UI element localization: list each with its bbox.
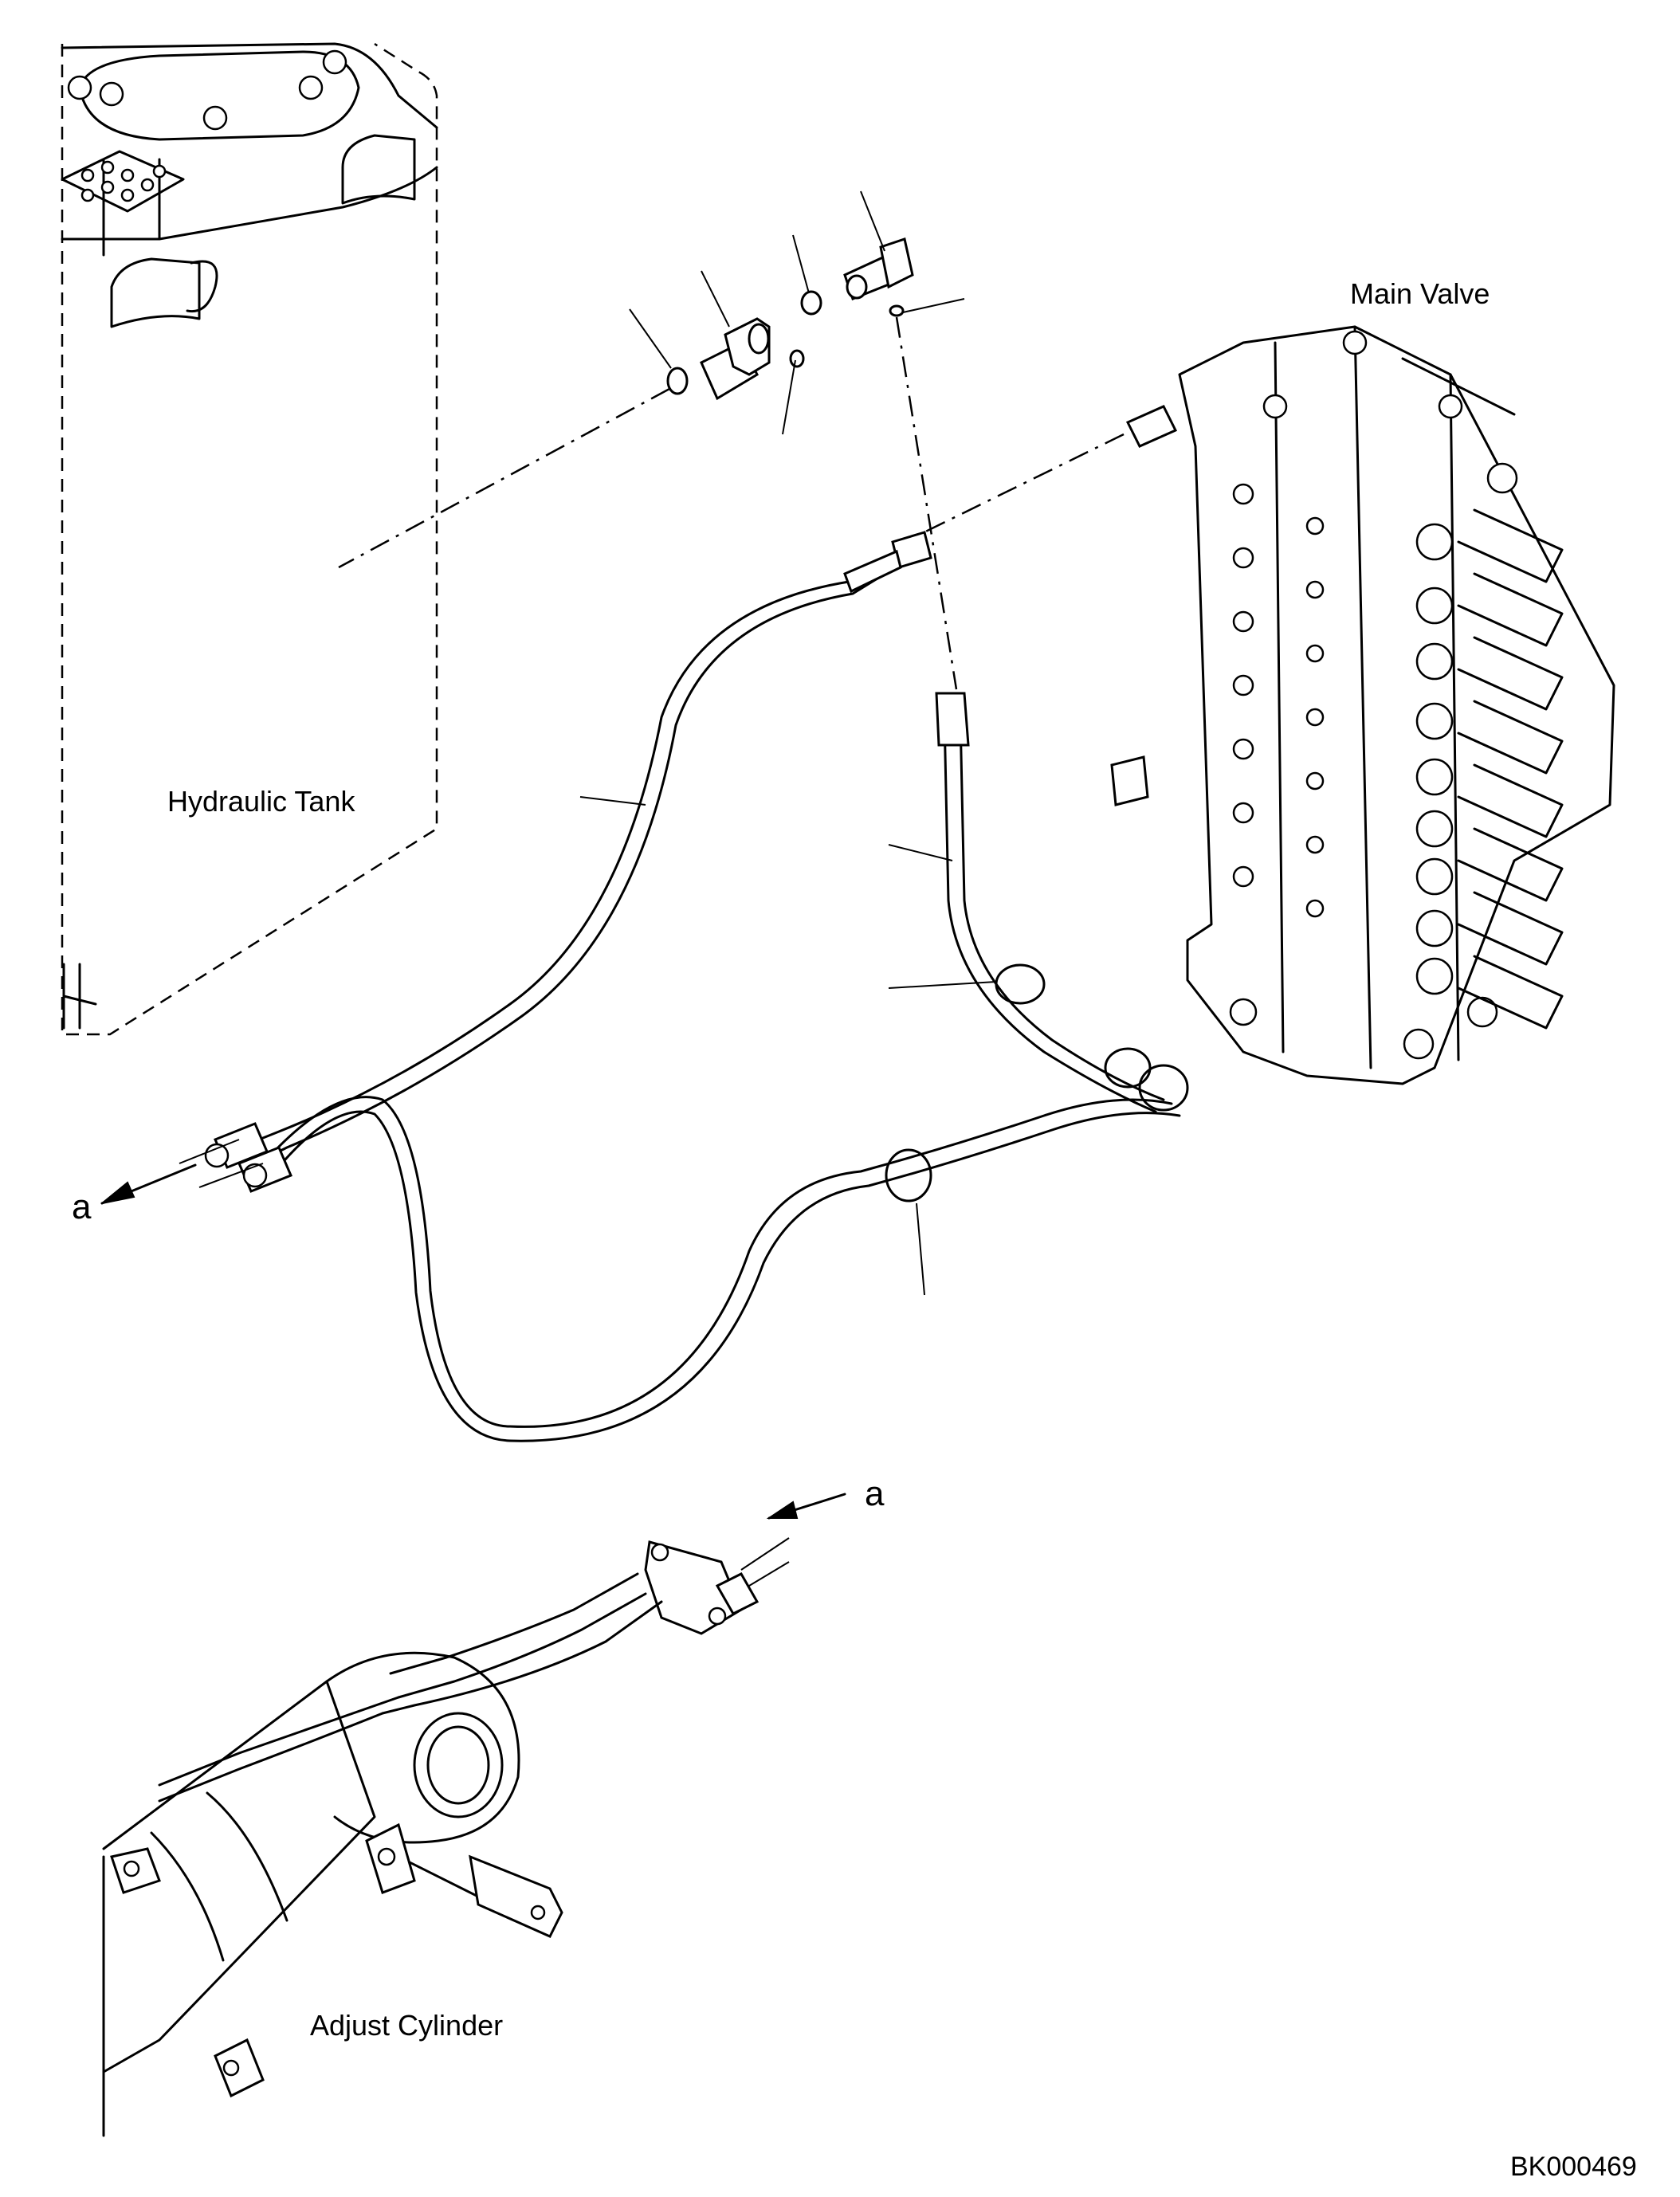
adjust-cylinder-label: Adjust Cylinder bbox=[310, 2009, 504, 2042]
o-ring-4 bbox=[889, 304, 905, 317]
hydraulic-tank-label: Hydraulic Tank bbox=[167, 785, 355, 818]
main-valve-label: Main Valve bbox=[1350, 277, 1490, 310]
o-ring-2 bbox=[789, 349, 805, 368]
clamp-4 bbox=[885, 1148, 932, 1202]
grease-fitting bbox=[469, 1854, 563, 1938]
o-ring-1 bbox=[666, 367, 689, 395]
left-hose-ends bbox=[179, 1122, 292, 1193]
connector-arrow-bottom bbox=[766, 1493, 846, 1520]
adapter bbox=[700, 317, 771, 401]
connector-label-top: a bbox=[72, 1187, 92, 1226]
clamp-2 bbox=[1104, 1047, 1152, 1089]
valve-ports bbox=[1229, 330, 1518, 1060]
fittings-group bbox=[338, 190, 1125, 690]
hoses bbox=[179, 531, 1181, 1442]
connector-label-bottom: a bbox=[865, 1474, 885, 1513]
drawing-code: BK000469 bbox=[1510, 2152, 1637, 2182]
main-valve bbox=[1110, 325, 1615, 1085]
connector-arrow-top bbox=[100, 1163, 197, 1205]
adjust-cylinder bbox=[102, 1537, 790, 2137]
hose-2-top-fitting bbox=[935, 692, 970, 747]
strainer-plate bbox=[61, 150, 185, 213]
tank-bolts bbox=[67, 49, 347, 131]
hydraulic-tank bbox=[61, 42, 438, 1036]
clamp-1 bbox=[995, 963, 1046, 1005]
clamp-3 bbox=[1138, 1064, 1189, 1112]
valve-port-fitting bbox=[1125, 405, 1178, 448]
valve-spools bbox=[1457, 508, 1564, 1030]
elbow-fitting bbox=[843, 237, 914, 300]
o-ring-3 bbox=[800, 290, 822, 316]
clamps bbox=[579, 796, 1189, 1296]
